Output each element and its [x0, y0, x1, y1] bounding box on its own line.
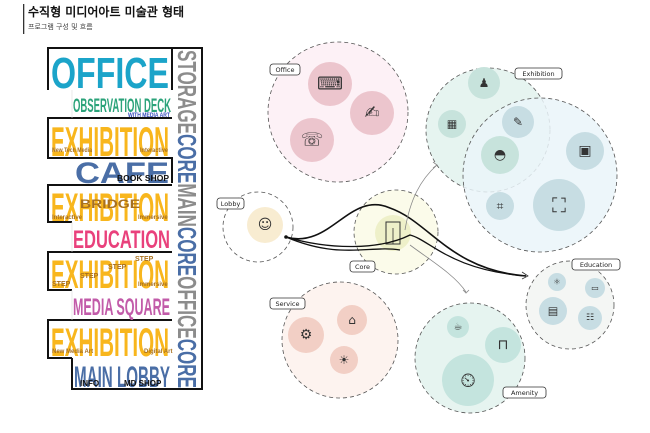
service-zone — [281, 281, 399, 399]
vr-headset-icon: ◓ — [494, 147, 506, 163]
step-label-1: STEP — [52, 281, 71, 288]
header-bar — [23, 4, 25, 34]
service-zone-label: Service — [275, 300, 299, 308]
exhibition-4-right: Digital Art — [144, 349, 172, 355]
md-shop-label: MD SHOP — [124, 379, 162, 388]
lightbulb-icon: ☀ — [339, 353, 350, 367]
program-stack — [47, 47, 203, 390]
worker-icon: ✍ — [364, 103, 379, 124]
gears-icon: ⚙ — [300, 327, 313, 343]
step-label-2: STEP — [80, 273, 99, 280]
main-lobby-label: MAIN LOBBY — [74, 361, 170, 394]
education-zone-label: Education — [580, 261, 612, 269]
office-zone-label: Office — [276, 66, 295, 74]
lobby-zone-label: Lobby — [221, 200, 241, 208]
screen-icon: ▣ — [578, 143, 591, 159]
icons: ⌨ ✍ ☏ ☺ ♟ ▦ ✎ ◓ ▣ ⌗ ⛶ ⚛ ▭ ▤ ☷ ☕ ⊓ ⏲ ⚙ ⌂ … — [247, 62, 605, 406]
lounge-chair-icon: ⏲ — [460, 368, 476, 392]
svg-text:STORAGECOREMAINCOREOFFICECORE: STORAGECOREMAINCOREOFFICECORE — [172, 50, 202, 388]
office-label: OFFICE — [51, 49, 169, 98]
shopping-bag-icon: ⊓ — [498, 337, 509, 353]
info-desk-icon: ☺ — [258, 217, 273, 233]
page-title: 수직형 미디어아트 미술관 형태 — [28, 4, 184, 19]
flow-lines — [284, 161, 529, 294]
exhibition-label-2: EXHIBITION — [51, 186, 169, 230]
exhibition-2-left: Interactive — [52, 215, 83, 221]
tablet-icon: ✎ — [513, 115, 523, 129]
exhibition-1-right: Interactive — [140, 148, 169, 154]
step-label-3: STEP — [108, 264, 127, 271]
exhibition-1-left: New Tech Media — [52, 148, 93, 154]
exhibition-label-1: EXHIBITION — [51, 118, 169, 165]
exhibition-3-right: Immersive — [138, 282, 168, 288]
exhibition-4-left: New Media Art — [52, 349, 93, 355]
classroom-icon: ☷ — [586, 313, 594, 323]
core-zone-label: Core — [355, 263, 370, 271]
bookshelf-icon: ▤ — [548, 305, 558, 318]
core-column: STORAGECOREMAINCOREOFFICECORE — [172, 50, 202, 388]
education-label: EDUCATION — [73, 226, 170, 254]
network-icon: ⌗ — [497, 199, 504, 213]
exhibition-zone-label: Exhibition — [522, 70, 554, 78]
monitor-icon: ▭ — [591, 284, 599, 293]
exhibition-zone-b — [462, 97, 618, 253]
exhibition-label-3: EXHIBITION — [51, 253, 169, 297]
exhibition-label-4: EXHIBITION — [51, 321, 169, 365]
gallery-icon: ▦ — [447, 118, 457, 131]
visitor-icon: ♟ — [479, 76, 490, 90]
reception-icon: ☏ — [301, 130, 324, 151]
cafe-label: CAFE — [75, 157, 169, 190]
storage-icon: ⌂ — [348, 313, 356, 327]
bridge-label: BRIDGE — [80, 197, 140, 211]
desk-icon: ⌨ — [317, 74, 343, 95]
info-label: INFO — [80, 379, 99, 388]
observation-label: OBSERVATION DECK — [73, 96, 171, 117]
easel-icon: ⛶ — [551, 193, 567, 217]
coffee-icon: ☕ — [454, 322, 463, 333]
exhibition-2-right: Immersive — [138, 215, 168, 221]
molecule-icon: ⚛ — [553, 278, 560, 287]
amenity-zone-label: Amenity — [511, 389, 538, 397]
page-subtitle: 프로그램 구성 및 흐름 — [28, 22, 93, 31]
education-zone — [525, 260, 615, 350]
step-label-4: STEP — [135, 256, 154, 263]
bookshop-label: BOOK SHOP — [117, 174, 170, 183]
zone-labels: Office Lobby Core Exhibition Education A… — [216, 63, 621, 399]
media-square-label: MEDIA SQUARE — [73, 294, 170, 321]
observation-sub: WITH MEDIA ART — [128, 113, 170, 119]
